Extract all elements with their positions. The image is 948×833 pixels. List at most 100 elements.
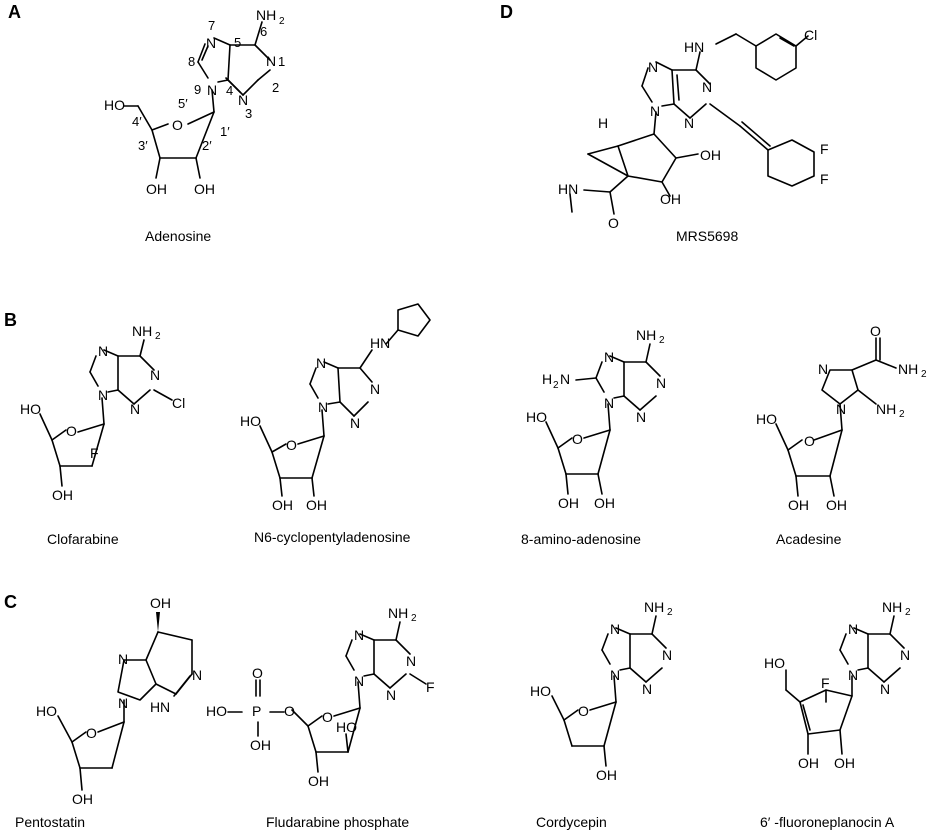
atom-nh2-clofarabine: NH bbox=[132, 323, 152, 339]
atom-n7-fluoroneplanocin: N bbox=[848, 621, 858, 637]
atom-nh2-fluoroneplanocin: NH bbox=[882, 599, 902, 615]
atom-h-mrs: H bbox=[598, 115, 608, 131]
atom-nh2-cordycepin: NH bbox=[644, 599, 664, 615]
atom-oh3-fludarabine: OH bbox=[308, 773, 329, 789]
atom-cl-clofarabine: Cl bbox=[172, 395, 185, 411]
atom-oh2-fluoroneplanocin: OH bbox=[834, 755, 855, 771]
atom-n1-adenosine: N bbox=[266, 53, 276, 69]
atom-n1-cordycepin: N bbox=[662, 647, 672, 663]
atom-n1-fludarabine: N bbox=[406, 653, 416, 669]
atom-sub-2-amide-acadesine: 2 bbox=[921, 369, 927, 380]
atom-p-fludarabine: P bbox=[252, 703, 261, 719]
caption-clofarabine: Clofarabine bbox=[47, 531, 119, 547]
atom-ho-2-fludarabine: HO bbox=[336, 719, 357, 735]
caption-8-amino-adenosine: 8-amino-adenosine bbox=[521, 531, 641, 547]
atom-f2-mrs: F bbox=[820, 171, 829, 187]
atom-o-double-fludarabine: O bbox=[252, 665, 263, 681]
num-5: 5 bbox=[234, 35, 241, 50]
atom-n7-cyclopentyl: N bbox=[316, 355, 326, 371]
num-1: 1 bbox=[278, 54, 285, 69]
caption-mrs5698: MRS5698 bbox=[676, 228, 739, 244]
atom-nh2-fludarabine: NH bbox=[388, 605, 408, 621]
atom-n1-acadesine: N bbox=[836, 401, 846, 417]
structure-clofarabine: NH 2 N N N N Cl O HO F OH bbox=[20, 323, 185, 503]
atom-sub-2-8amino: 2 bbox=[659, 335, 665, 346]
atom-o-pentostatin: O bbox=[86, 725, 97, 741]
atom-o-ring-fludarabine: O bbox=[322, 709, 333, 725]
num-3: 3 bbox=[245, 106, 252, 121]
atom-ho-fluoroneplanocin: HO bbox=[764, 655, 785, 671]
atom-oh2-acadesine: OH bbox=[826, 497, 847, 513]
atom-hn-mrs: HN bbox=[684, 39, 704, 55]
num-9: 9 bbox=[194, 82, 201, 97]
atom-oh-cordycepin: OH bbox=[596, 767, 617, 783]
atom-cl-mrs: Cl bbox=[804, 27, 817, 43]
panel-label-a: A bbox=[8, 2, 21, 22]
atom-n3-cordycepin: N bbox=[642, 681, 652, 697]
atom-o-carbonyl-acadesine: O bbox=[870, 323, 881, 339]
atom-sub-2-fludarabine: 2 bbox=[411, 613, 417, 624]
atom-oh2-cyclopentyl: OH bbox=[306, 497, 327, 513]
atom-n1-fluoroneplanocin: N bbox=[900, 647, 910, 663]
atom-ho-pentostatin: HO bbox=[36, 703, 57, 719]
caption-cyclopentyladenosine: N6-cyclopentyladenosine bbox=[254, 529, 411, 545]
atom-oh3-8amino: OH bbox=[558, 495, 579, 511]
atom-nh2-amide-acadesine: NH bbox=[898, 361, 918, 377]
atom-o-amide-mrs: O bbox=[608, 215, 619, 231]
atom-n9-adenosine: N bbox=[207, 82, 217, 98]
atom-n9-cordycepin: N bbox=[610, 667, 620, 683]
atom-o-cordycepin: O bbox=[578, 703, 589, 719]
atom-f-clofarabine: F bbox=[90, 445, 99, 461]
atom-nh2-8amino: NH bbox=[636, 327, 656, 343]
atom-o-8amino: O bbox=[572, 431, 583, 447]
atom-n3-adenosine: N bbox=[238, 92, 248, 108]
atom-n9-fludarabine: N bbox=[354, 673, 364, 689]
atom-h2n-n-8amino: N bbox=[560, 371, 570, 387]
atom-n-nh-pentostatin: N bbox=[160, 699, 170, 715]
atom-h-nh-pentostatin: H bbox=[150, 699, 160, 715]
caption-acadesine: Acadesine bbox=[776, 531, 842, 547]
atom-sub-2-acadesine: 2 bbox=[899, 409, 905, 420]
num-6: 6 bbox=[260, 24, 267, 39]
atom-h2n-8amino: H bbox=[542, 371, 552, 387]
atom-nh2-adenosine: NH bbox=[256, 7, 276, 23]
atom-n1-cyclopentyl: N bbox=[370, 381, 380, 397]
atom-ho-8amino: HO bbox=[526, 409, 547, 425]
caption-fluoroneplanocin-a: 6′ -fluoroneplanocin A bbox=[760, 814, 895, 830]
atom-n3-mrs: N bbox=[684, 115, 694, 131]
atom-sub-2-clofarabine: 2 bbox=[155, 331, 161, 342]
structure-mrs5698: N HN Cl N N N H OH OH HN O F F bbox=[558, 27, 829, 231]
structure-8-amino-adenosine: NH 2 H 2 N N N N N O HO OH OH bbox=[526, 327, 666, 511]
caption-pentostatin: Pentostatin bbox=[15, 814, 86, 830]
caption-cordycepin: Cordycepin bbox=[536, 814, 607, 830]
atom-nh2-acadesine: NH bbox=[876, 401, 896, 417]
atom-o-acadesine: O bbox=[804, 433, 815, 449]
structure-fluoroneplanocin-a: NH 2 N N N N F HO OH OH bbox=[764, 599, 911, 771]
num-2: 2 bbox=[272, 80, 279, 95]
atom-n3-acadesine: N bbox=[818, 361, 828, 377]
atom-sub-2-cordycepin: 2 bbox=[667, 607, 673, 618]
atom-oh2-adenosine: OH bbox=[194, 181, 215, 197]
atom-o-clofarabine: O bbox=[66, 423, 77, 439]
atom-ho-acadesine: HO bbox=[756, 411, 777, 427]
atom-sub-2-adenosine: 2 bbox=[279, 16, 285, 27]
atom-n3-fludarabine: N bbox=[386, 687, 396, 703]
num-1-prime: 1′ bbox=[220, 124, 230, 139]
atom-oh3-adenosine: OH bbox=[146, 181, 167, 197]
atom-f-fluoroneplanocin: F bbox=[821, 675, 830, 691]
atom-n-pentostatin: N bbox=[118, 651, 128, 667]
panel-label-c: C bbox=[4, 592, 17, 612]
atom-n9-pentostatin: N bbox=[118, 695, 128, 711]
atom-n9-mrs: N bbox=[650, 103, 660, 119]
atom-oh-b-mrs: OH bbox=[660, 191, 681, 207]
atom-f-fludarabine: F bbox=[426, 679, 435, 695]
atom-oh3-pentostatin: OH bbox=[72, 791, 93, 807]
atom-n3-8amino: N bbox=[636, 409, 646, 425]
atom-o-cyclopentyl: O bbox=[286, 437, 297, 453]
atom-n9-fluoroneplanocin: N bbox=[848, 667, 858, 683]
atom-sub-2-fluoroneplanocin: 2 bbox=[905, 607, 911, 618]
num-4: 4 bbox=[226, 83, 233, 98]
atom-ho-adenosine: HO bbox=[104, 97, 125, 113]
